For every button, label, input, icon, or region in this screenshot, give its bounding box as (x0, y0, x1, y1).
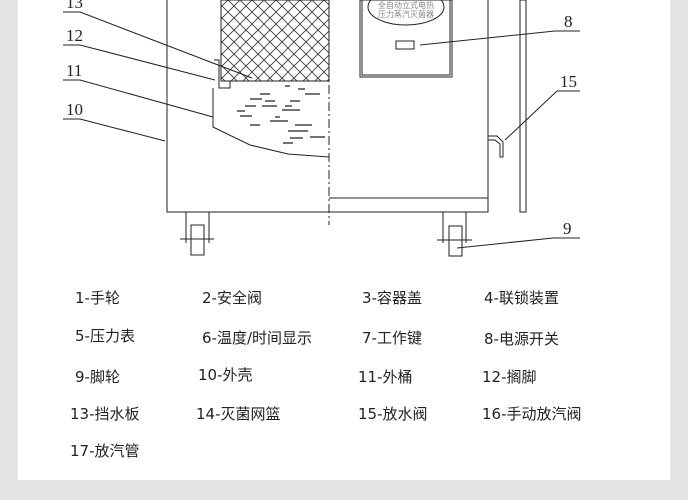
legend-item: 2-安全阀 (202, 289, 262, 307)
drain-valve (488, 135, 504, 158)
legend-item: 4-联锁装置 (484, 289, 559, 307)
diagram-sheet (18, 0, 670, 480)
power-switch (395, 40, 415, 50)
outer-shell (166, 0, 489, 213)
leader-lines (63, 11, 580, 249)
panel-nameplate (367, 0, 445, 26)
legend-item: 17-放汽管 (70, 442, 140, 460)
callout-12: 12 (66, 26, 83, 45)
panel-text-1: 全自动立式电热 (378, 0, 434, 10)
callout-8: 8 (564, 12, 573, 31)
legend-item: 11-外桶 (358, 368, 413, 386)
legend-item: 7-工作键 (362, 329, 422, 347)
legend-item: 1-手轮 (75, 289, 120, 307)
legend-item: 6-温度/时间显示 (202, 329, 313, 347)
control-panel (359, 0, 453, 78)
legend-item: 15-放水阀 (358, 405, 428, 423)
legend-item: 10-外壳 (198, 366, 253, 384)
legend-item: 8-电源开关 (484, 330, 559, 348)
legend-item: 12-搁脚 (482, 368, 537, 386)
panel-text-2: 压力蒸汽灭菌器 (378, 9, 434, 19)
callout-9: 9 (563, 219, 572, 238)
legend-item: 13-挡水板 (70, 405, 140, 423)
water (237, 85, 325, 144)
legend-item: 5-压力表 (75, 327, 135, 345)
legend-item: 16-手动放汽阀 (482, 405, 582, 423)
callout-10: 10 (66, 100, 83, 119)
sterilization-basket (220, 0, 330, 82)
caster-left (180, 212, 214, 256)
water-baffle (214, 59, 231, 89)
inner-barrel (212, 88, 330, 158)
caster-right (437, 212, 472, 257)
callout-11: 11 (66, 61, 82, 80)
legend-item: 9-脚轮 (75, 368, 120, 386)
drain-pipe (519, 0, 527, 213)
callout-13: 13 (66, 0, 83, 12)
legend-item: 14-灭菌网篮 (196, 405, 281, 423)
legend-item: 3-容器盖 (362, 289, 422, 307)
callout-15: 15 (560, 72, 577, 91)
